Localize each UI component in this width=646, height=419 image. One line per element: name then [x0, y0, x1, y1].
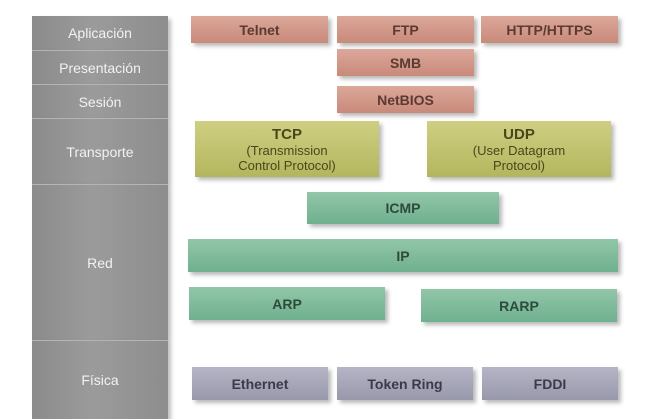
protocol-label: FDDI [533, 375, 567, 392]
protocol-telnet: Telnet [191, 16, 328, 43]
protocol-udp: UDP (User Datagram Protocol) [427, 121, 611, 177]
layer-sesion: Sesión [32, 84, 168, 118]
layer-label: Red [87, 254, 113, 271]
protocol-netbios: NetBIOS [337, 86, 474, 113]
protocol-label: FTP [392, 21, 419, 38]
protocol-label: ARP [272, 295, 302, 312]
protocol-label: Telnet [239, 21, 280, 38]
protocol-label: Ethernet [231, 375, 289, 392]
tcp-line2: Control Protocol) [238, 157, 336, 173]
udp-line1: (User Datagram [472, 142, 566, 158]
layer-red: Red [32, 184, 168, 340]
protocol-token-ring: Token Ring [337, 367, 473, 400]
protocol-label: ICMP [385, 200, 421, 216]
layer-label: Presentación [59, 59, 141, 76]
protocol-http: HTTP/HTTPS [481, 16, 618, 43]
layer-label: Física [81, 372, 119, 388]
protocol-label: IP [396, 247, 410, 264]
layer-transporte: Transporte [32, 118, 168, 184]
protocol-ethernet: Ethernet [192, 367, 328, 400]
protocol-ftp: FTP [337, 16, 474, 43]
protocol-label: SMB [389, 54, 422, 71]
protocol-ip: IP [188, 239, 618, 272]
protocol-label: RARP [499, 297, 539, 314]
protocol-icmp: ICMP [307, 192, 499, 224]
layer-fisica: Física [32, 340, 168, 419]
protocol-label: HTTP/HTTPS [506, 21, 593, 38]
udp-line2: Protocol) [492, 157, 546, 173]
layer-aplicacion: Aplicación [32, 16, 168, 50]
layer-label: Aplicación [68, 25, 132, 41]
udp-title: UDP [503, 125, 535, 143]
layer-label: Transporte [66, 143, 134, 160]
layer-label: Sesión [78, 93, 122, 110]
tcp-title: TCP [272, 125, 302, 143]
protocol-label: NetBIOS [377, 91, 434, 108]
protocol-arp: ARP [189, 287, 385, 320]
protocol-label: Token Ring [367, 375, 443, 392]
layer-presentacion: Presentación [32, 50, 168, 84]
protocol-smb: SMB [337, 49, 474, 76]
protocol-tcp: TCP (Transmission Control Protocol) [195, 121, 379, 177]
tcp-line1: (Transmission [246, 142, 328, 158]
protocol-rarp: RARP [421, 289, 617, 322]
protocol-fddi: FDDI [482, 367, 618, 400]
